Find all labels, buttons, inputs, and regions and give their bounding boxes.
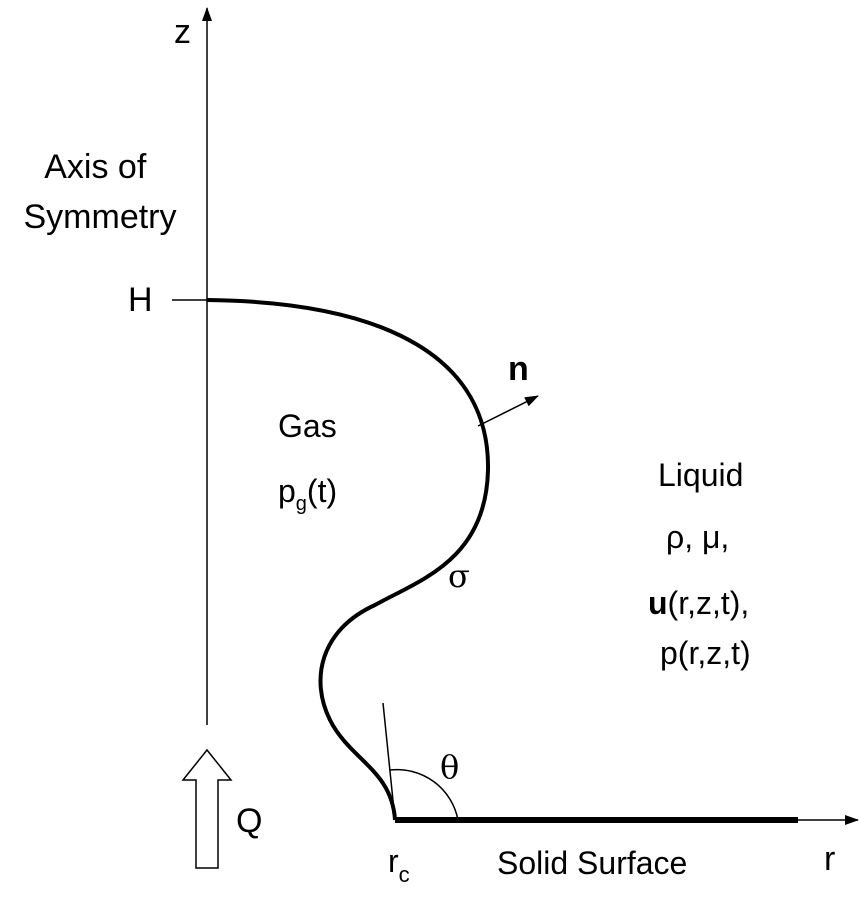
axis-of-symmetry-line1: Axis of	[44, 148, 147, 186]
contact-radius-label: rc	[388, 843, 410, 887]
liquid-velocity-symbol: u	[648, 585, 668, 621]
bubble-interface	[206, 298, 491, 821]
surface-tension-label: σ	[448, 557, 470, 595]
liquid-pressure: p(r,z,t)	[660, 635, 751, 671]
contact-radius-symbol: r	[388, 843, 399, 879]
gas-pressure: pg(t)	[278, 473, 337, 515]
normal-label: n	[508, 350, 529, 388]
normal-vector	[477, 395, 539, 427]
contact-angle-arc	[389, 768, 459, 821]
contact-angle-label: θ	[440, 748, 459, 786]
r-axis-label: r	[824, 840, 835, 878]
liquid-title: Liquid	[658, 457, 743, 493]
contact-radius-subscript: c	[399, 862, 410, 887]
axis-of-symmetry-line2: Symmetry	[24, 198, 177, 236]
flow-arrow-icon	[181, 748, 233, 869]
height-label: H	[128, 281, 153, 319]
gas-pressure-symbol: p	[278, 473, 296, 509]
solid-surface-label: Solid Surface	[497, 845, 687, 881]
liquid-velocity: u(r,z,t),	[648, 585, 749, 621]
z-axis-label: z	[174, 13, 191, 51]
liquid-properties: ρ, μ,	[666, 519, 729, 555]
liquid-velocity-args: (r,z,t),	[668, 585, 750, 621]
axis-of-symmetry-label: Axis of Symmetry	[24, 148, 177, 236]
gas-title: Gas	[278, 408, 337, 444]
flow-label: Q	[236, 802, 262, 840]
gas-pressure-subscript: g	[296, 493, 307, 515]
contact-tangent-line	[382, 702, 396, 821]
gas-pressure-args: (t)	[307, 473, 337, 509]
